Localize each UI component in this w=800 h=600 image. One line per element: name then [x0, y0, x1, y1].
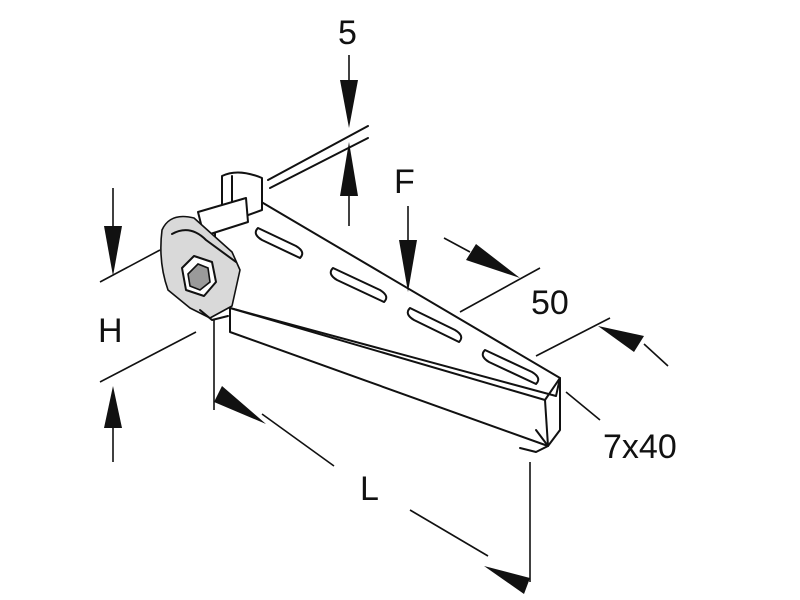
dimension-height: H: [98, 188, 197, 462]
label-width: 50: [531, 284, 569, 322]
wall-profile: [267, 125, 369, 189]
label-thickness: 5: [338, 14, 357, 52]
slot-row: [254, 227, 540, 385]
slot: [406, 307, 463, 343]
slot: [481, 349, 540, 385]
force-indicator: F: [394, 163, 417, 292]
dimension-length: L: [213, 320, 531, 594]
slot: [254, 227, 304, 259]
slot-callout: 7x40: [565, 391, 677, 466]
dimension-width: 50: [443, 237, 669, 367]
label-force: F: [394, 163, 415, 201]
label-height: H: [98, 312, 123, 350]
label-slot: 7x40: [603, 428, 677, 466]
clamp-assembly: [160, 171, 263, 321]
dimension-thickness: 5: [338, 14, 358, 226]
slot: [329, 267, 388, 303]
label-length: L: [360, 470, 379, 508]
